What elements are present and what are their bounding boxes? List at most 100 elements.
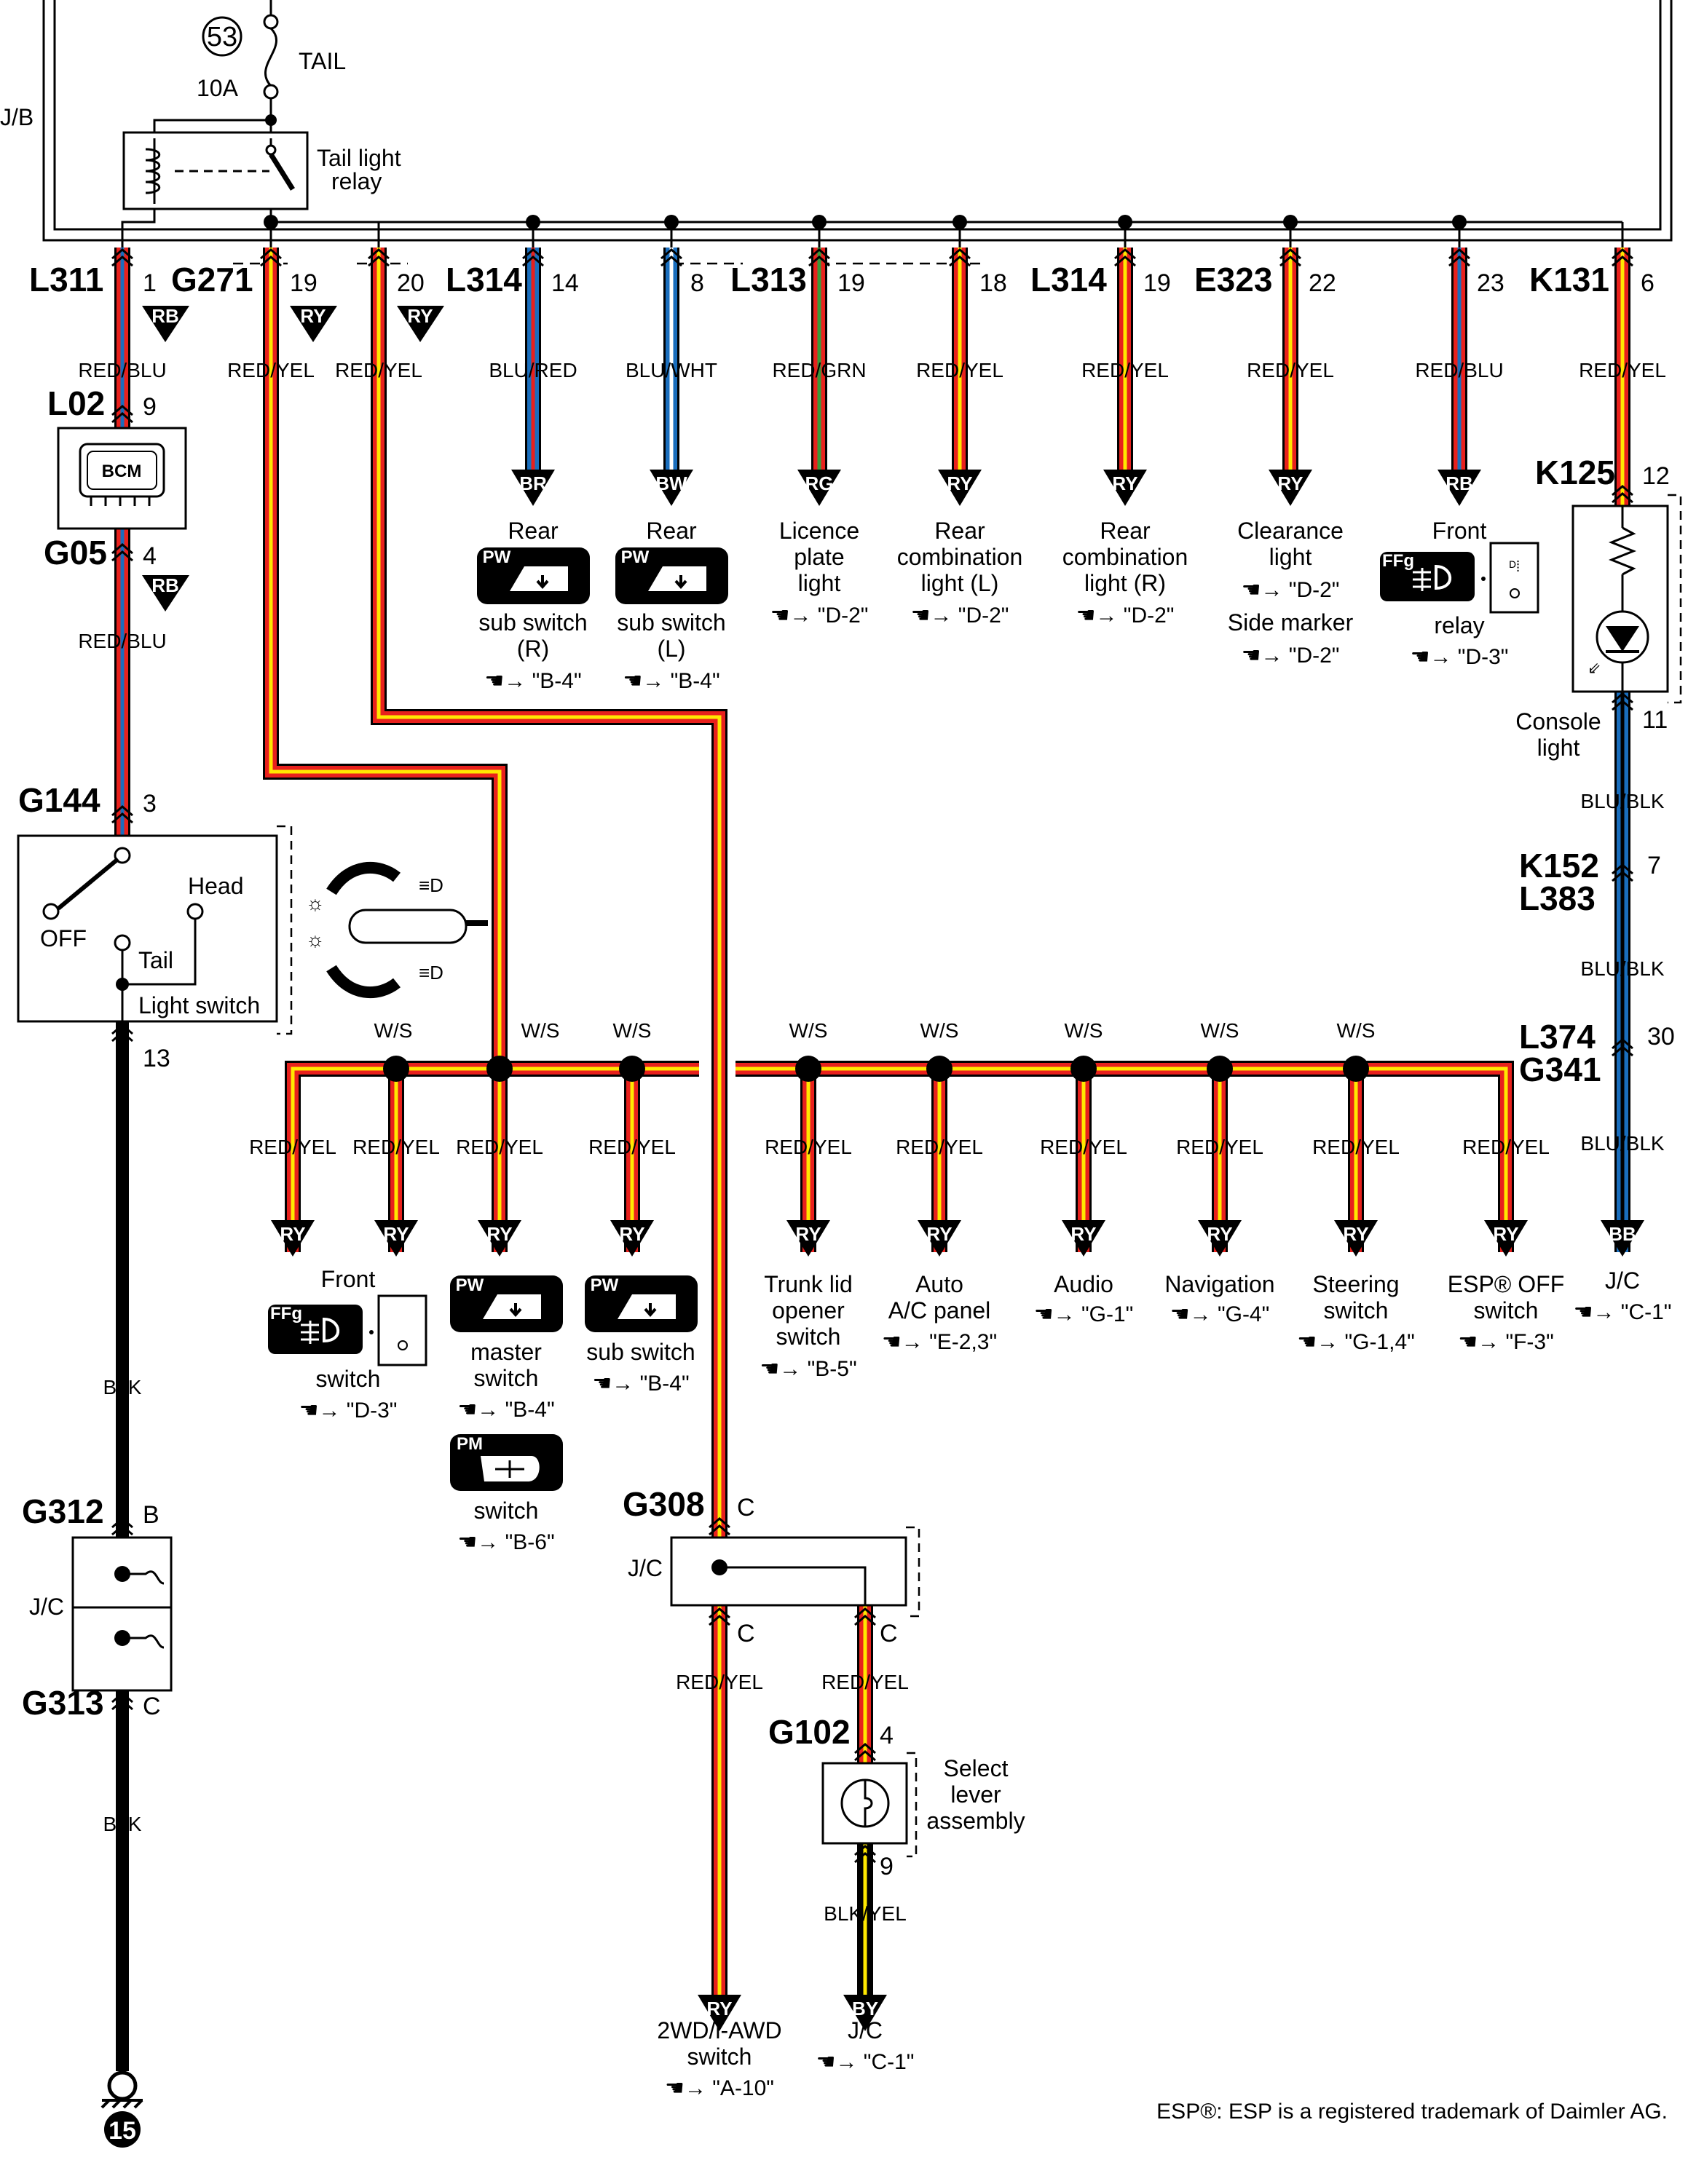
arrow-tag-text: RB [1446, 472, 1473, 494]
arrow-tag-text: RY [795, 1223, 821, 1245]
g308-junction: G308 C J/C C C RED/YEL RED/YEL [623, 1485, 920, 1693]
arrow-tag-text: BB [1609, 1223, 1636, 1245]
connector-mark [1612, 692, 1633, 711]
navigation-ref: ☚→ "G-4" [1170, 1302, 1270, 1326]
rear-comb-r-3: light (R) [1084, 570, 1166, 596]
front-relay-top: Front [1432, 518, 1487, 544]
console-conn: K125 [1535, 454, 1615, 491]
pin-G271-19: 19 [290, 269, 318, 297]
pw-icon: PW [615, 547, 728, 604]
ws-label: W/S [1065, 1019, 1103, 1042]
top-arrow-4: RY [1103, 470, 1147, 506]
rear-sub-r-ref: ☚→ "B-4" [484, 669, 581, 693]
auto-ac-ref: ☚→ "E-2,3" [882, 1330, 997, 1354]
arrow-tag-text: RY [1277, 472, 1303, 494]
bottom-wire-label: RED/YEL [1040, 1136, 1127, 1158]
g102-arrow: BY [843, 1995, 887, 2031]
g102-label-1: Select [944, 1755, 1009, 1781]
connector-mark [949, 248, 971, 267]
top-arrow-0: BR [511, 470, 555, 506]
wire-red-yel-g271-20 [371, 248, 727, 1538]
connector-mark [111, 805, 133, 824]
fuse-number: 53 [207, 22, 237, 52]
connector-mark [111, 543, 133, 562]
ls-pin-top: 3 [143, 790, 157, 818]
conn-L313: L313 [730, 261, 807, 298]
bottom-wire-label: RED/YEL [1312, 1136, 1400, 1158]
g102-pin-bottom: 9 [880, 1853, 894, 1880]
bcm-pin-bottom: 4 [143, 542, 157, 570]
master-ref: ☚→ "B-4" [457, 1398, 554, 1422]
jc-bot-conn: G313 [22, 1684, 104, 1722]
ws-label: W/S [521, 1019, 560, 1042]
rear-sub-l-bottom: sub switch [617, 609, 725, 636]
headlight-icon: ≡D [419, 962, 443, 984]
g102-dest: J/C [848, 2017, 883, 2043]
fuse-name: TAIL [299, 48, 346, 74]
g308-wire-l: RED/YEL [676, 1671, 763, 1693]
jb-connector-labels: L311 1 G271 19 20 L314 14 8 L313 19 18 L… [29, 261, 1655, 298]
console-pin2: 7 [1647, 852, 1661, 879]
footnote: ESP®: ESP is a registered trademark of D… [1156, 2100, 1668, 2124]
ws-label: W/S [613, 1019, 652, 1042]
connector-mark [1114, 248, 1136, 267]
arrow-tag-text: RY [1343, 1223, 1368, 1245]
connector-mark [1612, 1038, 1633, 1057]
bottom-arrow-3: RY [610, 1220, 654, 1257]
bcm-pin-top: 9 [143, 393, 157, 421]
bcm-tri: RB [151, 574, 179, 596]
ls-name: Light switch [138, 992, 260, 1018]
clearance-2: light [1269, 544, 1312, 570]
wire-label: BLU/RED [489, 359, 577, 381]
connector-mark [808, 248, 830, 267]
pw-icon-text: PW [591, 1275, 619, 1295]
arrow-tag-text: RY [1493, 1223, 1518, 1245]
console-label-2: light [1537, 735, 1580, 761]
ls-conn: G144 [18, 781, 100, 819]
g102-ref: ☚→ "C-1" [816, 2050, 915, 2074]
audio-ref: ☚→ "G-1" [1034, 1302, 1134, 1326]
blk-wire-1: BLK [103, 1376, 142, 1398]
arrow-tag-text: RG [805, 472, 834, 494]
pm-switch: switch [474, 1497, 539, 1524]
esp-2: switch [1474, 1297, 1539, 1324]
wire-label: RED/YEL [335, 359, 422, 381]
ws-label: W/S [920, 1019, 959, 1042]
junction-block-frame: J/B [0, 0, 1673, 242]
wire-label: RED/YEL [916, 359, 1003, 381]
side-marker-ref: ☚→ "D-2" [1242, 644, 1340, 668]
clearance-ref: ☚→ "D-2" [1242, 578, 1340, 602]
sub-switch: sub switch [586, 1339, 695, 1365]
steering-ref: ☚→ "G-1,4" [1297, 1330, 1415, 1354]
arrow-tag-text: RY [383, 1223, 409, 1245]
wire-label: RED/GRN [772, 359, 866, 381]
pin-E323-22: 22 [1309, 269, 1336, 297]
pw-icon: PW [585, 1275, 698, 1332]
master-1: master [470, 1339, 542, 1365]
front-relay-bottom: relay [1434, 612, 1484, 638]
splice-dot [383, 1056, 409, 1082]
console-conn3a: L374 [1519, 1018, 1596, 1056]
g102-label-3: assembly [926, 1808, 1025, 1834]
console-ref: ☚→ "C-1" [1574, 1300, 1672, 1324]
pin-L313-19: 19 [837, 269, 865, 297]
connector-mark [854, 1607, 876, 1626]
wire-label: RED/YEL [1579, 359, 1666, 381]
pin-L314-19: 19 [1143, 269, 1171, 297]
connector-mark [1612, 485, 1633, 504]
connector-mark [709, 1517, 730, 1536]
connector-mark [522, 248, 544, 267]
esp-1: ESP® OFF [1448, 1271, 1564, 1297]
connector-mark [854, 1743, 876, 1762]
trunk-2: opener [772, 1297, 845, 1324]
rear-sub-r-bottom: sub switch [478, 609, 587, 636]
ws-label: W/S [789, 1019, 828, 1042]
pm-ref: ☚→ "B-6" [457, 1530, 554, 1554]
connector-mark [368, 248, 390, 267]
connector-mark [1448, 248, 1470, 267]
sub-switch-ref: ☚→ "B-4" [592, 1372, 689, 1396]
wire-label: BLU/WHT [626, 359, 717, 381]
jc-top-pin: B [143, 1501, 159, 1529]
wire-label: RED/YEL [1247, 359, 1334, 381]
